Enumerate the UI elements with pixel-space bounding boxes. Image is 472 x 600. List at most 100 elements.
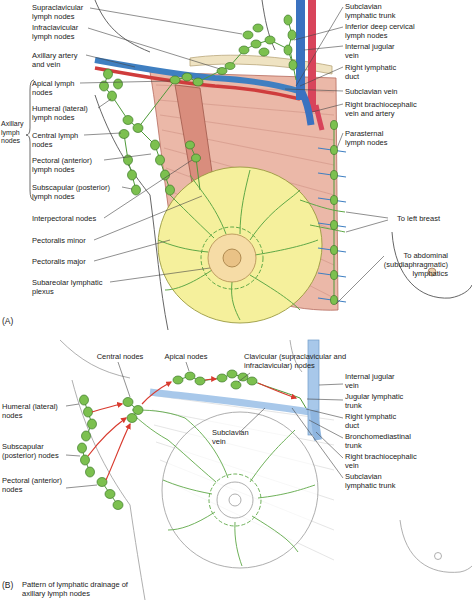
lymph-node xyxy=(331,121,338,130)
leader-line xyxy=(88,28,220,69)
panel-caption: Pattern of lymphatic drainage of axillar… xyxy=(22,580,150,598)
breast-lymph-vessels xyxy=(201,227,263,289)
nipple xyxy=(229,494,241,506)
lymph-node xyxy=(123,116,133,125)
structure-label: Right brachiocephalic vein and artery xyxy=(345,100,429,118)
lymph-node xyxy=(331,271,338,280)
lymph-node xyxy=(331,196,338,205)
structure-label: Subclavian lymphatic trunk xyxy=(345,472,407,490)
structure-label: Clavicular (supraclavicular and infracla… xyxy=(244,352,368,370)
lymph-node xyxy=(193,78,203,86)
structure-label: Central lymph nodes xyxy=(32,131,88,149)
leader-line xyxy=(94,240,170,261)
lymph-node xyxy=(113,501,123,510)
body-outline xyxy=(60,340,472,600)
leader-line xyxy=(90,8,242,34)
lymph-node xyxy=(182,73,192,81)
structure-label: To abdominal (subdiaphragmatic) lymphati… xyxy=(360,251,448,278)
leader-line xyxy=(66,455,80,456)
drainage-arrow xyxy=(92,404,122,412)
leader-line xyxy=(294,27,343,40)
body-outline xyxy=(400,520,472,572)
structure-label: Pectoral (anterior) nodes xyxy=(2,476,66,494)
structure-label: Inferior deep cervical lymph nodes xyxy=(345,22,433,40)
breast-lymph-vessels xyxy=(165,270,212,290)
lymph-node xyxy=(170,76,180,84)
lymph-node xyxy=(331,246,338,255)
body-outline xyxy=(95,95,168,330)
leader-line xyxy=(104,160,192,218)
lymph-node xyxy=(227,370,237,378)
lymph-node xyxy=(331,221,338,230)
breast-lymph-vessels xyxy=(235,522,242,566)
drainage-arrow xyxy=(142,382,171,404)
lymph-vessels xyxy=(84,400,92,436)
lymph-vessels xyxy=(82,374,306,505)
lymph-node xyxy=(86,467,95,477)
drainage-arrow xyxy=(205,379,216,380)
leader-line xyxy=(292,408,343,478)
lymph-vessels xyxy=(190,145,200,190)
body-outline xyxy=(262,0,275,50)
structure-label: Pectoralis minor xyxy=(32,236,112,245)
leader-line xyxy=(80,7,388,304)
breast-lymph-vessels xyxy=(250,190,300,240)
lymph-node xyxy=(253,24,263,32)
structure-label: Humeral (lateral) lymph nodes xyxy=(32,104,100,122)
lymph-vessels xyxy=(300,398,306,408)
body-outline xyxy=(95,0,150,52)
structure-label: Parasternal lymph nodes xyxy=(345,129,395,147)
leader-line xyxy=(86,55,135,67)
structure-label: Humeral (lateral) nodes xyxy=(2,402,68,420)
lymph-node xyxy=(104,69,113,79)
breast-lymph-vessels xyxy=(250,275,300,310)
drainage-arrow xyxy=(88,379,296,480)
leader-line xyxy=(104,154,151,160)
leader-line xyxy=(337,133,343,148)
body-outline xyxy=(435,553,442,560)
lymph-node xyxy=(88,419,97,429)
leader-line xyxy=(80,81,170,83)
leader-line xyxy=(122,187,132,189)
lymph-node xyxy=(105,490,115,499)
structure-label: Apical nodes xyxy=(158,352,214,361)
leader-line xyxy=(309,420,343,438)
lymph-node xyxy=(289,60,297,70)
breast-lymph-vessels xyxy=(252,516,298,552)
lymph-node xyxy=(133,124,143,133)
leader-line xyxy=(238,373,250,382)
breast-lymph-vessels xyxy=(168,512,215,530)
leader-line xyxy=(300,67,343,86)
lymph-vessels xyxy=(104,20,334,300)
lymph-node xyxy=(133,406,143,415)
panel-letter: (B) xyxy=(2,580,24,590)
leader-line xyxy=(285,89,343,91)
breast-lymph-vessels xyxy=(232,282,240,320)
structure-label: Right brachiocephalic vein xyxy=(345,452,431,470)
lymph-node xyxy=(108,91,117,101)
structure-label: Apical lymph nodes xyxy=(32,79,84,97)
lymph-node xyxy=(284,45,292,55)
leader-line xyxy=(66,485,97,488)
leader-line xyxy=(110,268,210,282)
lymph-vessels xyxy=(288,20,293,65)
structure-label: Infraclavicular lymph nodes xyxy=(32,23,96,41)
brachiocephalic-vein xyxy=(302,92,311,125)
panel-letter: (A) xyxy=(2,316,24,326)
lymph-node xyxy=(80,395,89,405)
lymph-node xyxy=(288,30,296,40)
structure-label: Supraclavicular lymph nodes xyxy=(32,3,96,21)
lymph-node xyxy=(84,407,93,417)
structure-label: Jugular lymphatic trunk xyxy=(345,392,415,410)
lymph-node xyxy=(173,376,183,384)
breast-lymph-vessels xyxy=(250,430,295,482)
structure-label: Axillary artery and vein xyxy=(32,51,92,69)
structure-label: Subscapular (posterior) lymph nodes xyxy=(32,183,126,201)
body-outline xyxy=(72,380,145,600)
group-label: Axillary lymph nodes xyxy=(1,120,30,146)
structure-label: Subclavian lymphatic trunk xyxy=(345,2,407,20)
carotid-artery xyxy=(308,0,316,112)
body-outline xyxy=(95,0,472,330)
